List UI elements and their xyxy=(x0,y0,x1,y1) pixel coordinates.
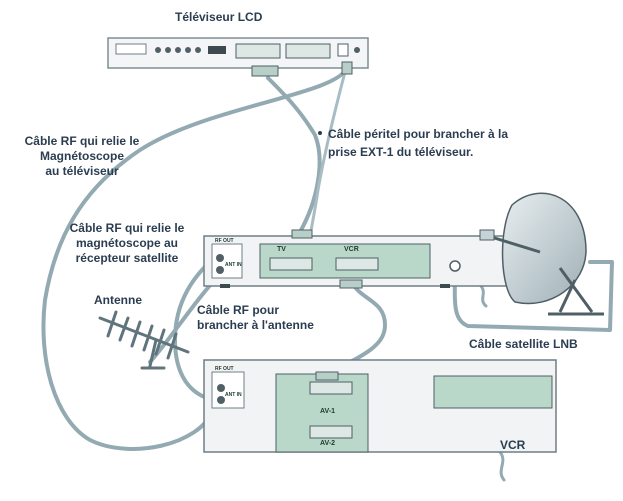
vcr-av2-port-label: AV-2 xyxy=(320,440,336,447)
peritel-label-line-2: prise EXT-1 du téléviseur. xyxy=(328,145,474,159)
rf-vcr-tv-label-line-2: Magnétoscope xyxy=(39,149,124,163)
vcr-av1-port-label: AV-1 xyxy=(320,408,336,415)
rf-antenne-label: Câble RF pour brancher à l'antenne xyxy=(197,303,314,333)
rf-antenne-label-line-1: Câble RF pour xyxy=(197,303,280,317)
receiver-ant-in-label: ANT IN xyxy=(225,262,242,268)
peritel-bullet xyxy=(318,131,322,135)
satellite-dish-icon xyxy=(479,192,604,316)
antenne-label: Antenne xyxy=(94,293,142,307)
vcr-power-cord xyxy=(498,450,506,482)
rf-vcr-sat-label-line-2: magnétoscope au xyxy=(75,236,179,250)
antenna-icon xyxy=(98,310,190,370)
peritel-label: Câble péritel pour brancher à la prise E… xyxy=(328,127,508,160)
scart-cable-tv-to-receiver-2 xyxy=(308,70,347,238)
vcr-rf-out-label: RF OUT xyxy=(215,366,234,372)
rf-vcr-tv-label-line-3: au téléviseur xyxy=(45,164,119,178)
scart-cable-receiver-to-vcr xyxy=(328,280,388,374)
rf-cable-vcr-to-tv xyxy=(41,64,350,451)
receiver-tv-port-label: TV xyxy=(277,246,286,253)
vcr-back-panel xyxy=(203,359,557,453)
tv-back-panel xyxy=(107,37,369,77)
rf-vcr-sat-label: Câble RF qui relie le magnétoscope au ré… xyxy=(52,221,202,266)
receiver-rf-out-label: RF OUT xyxy=(215,238,234,244)
rf-vcr-tv-label-line-1: Câble RF qui relie le xyxy=(24,134,140,148)
rf-vcr-sat-label-line-3: récepteur satellite xyxy=(75,251,179,265)
lnb-label: Câble satellite LNB xyxy=(469,337,578,351)
peritel-label-line-1: Câble péritel pour brancher à la xyxy=(328,127,509,141)
receiver-power-cord xyxy=(478,283,488,308)
vcr-ant-in-label: ANT IN xyxy=(225,392,242,398)
scart-cable-tv-to-receiver xyxy=(266,76,322,234)
rf-antenne-label-line-2: brancher à l'antenne xyxy=(197,318,314,332)
vcr-label: VCR xyxy=(500,438,526,452)
tv-label: Téléviseur LCD xyxy=(175,10,263,24)
receiver-vcr-port-label: VCR xyxy=(344,246,359,253)
satellite-receiver xyxy=(203,229,521,289)
rf-vcr-tv-label: Câble RF qui relie le Magnétoscope au té… xyxy=(8,134,156,179)
rf-vcr-sat-label-line-1: Câble RF qui relie le xyxy=(69,221,185,235)
